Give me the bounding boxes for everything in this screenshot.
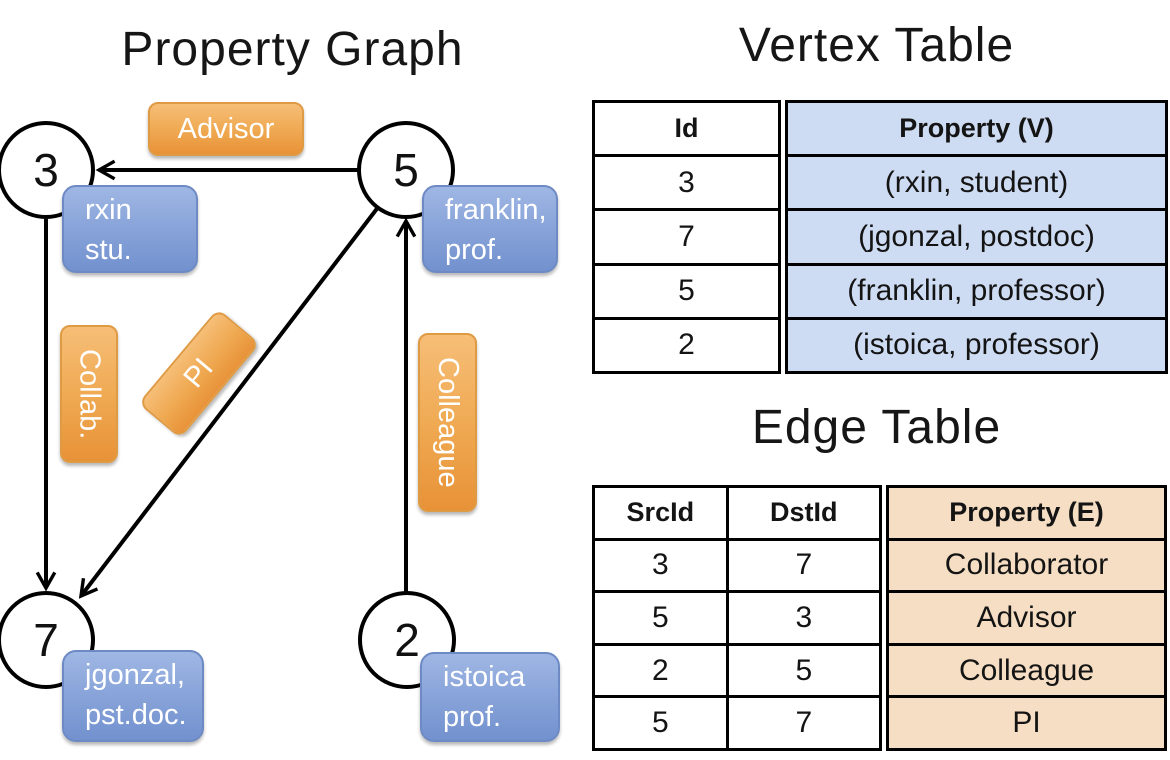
node-label-2-line2: prof. xyxy=(443,701,502,733)
node-label-7: jgonzal, pst.doc. xyxy=(62,650,204,742)
edge-table-row: Colleague xyxy=(889,642,1164,696)
edge-label-pi-text: PI xyxy=(177,352,220,394)
vertex-table-row: (franklin, professor) xyxy=(788,262,1165,317)
edge-label-collab: Collab. xyxy=(60,325,118,463)
edge-table-header-property: Property (E) xyxy=(949,497,1104,528)
vertex-table-header-id: Id xyxy=(674,113,699,144)
vertex-table-id-column: Id 3 7 5 2 xyxy=(592,100,781,374)
node-id-3: 3 xyxy=(33,144,59,196)
edge-table-row: Collaborator xyxy=(889,537,1164,591)
node-label-7-line2: pst.doc. xyxy=(85,699,187,731)
edge-table-row: Advisor xyxy=(889,590,1164,643)
node-id-2: 2 xyxy=(394,614,420,666)
edge-label-advisor: Advisor xyxy=(148,102,304,156)
edge-label-collab-text: Collab. xyxy=(73,348,106,440)
edge-table-cell: 5 xyxy=(651,600,669,634)
node-label-5-line1: franklin, xyxy=(445,194,547,226)
edge-pi-5-to-7 xyxy=(78,204,381,599)
edge-table-header-row: SrcId DstId xyxy=(595,488,879,538)
vertex-table-title: Vertex Table xyxy=(738,19,1015,72)
node-label-5: franklin, prof. xyxy=(422,185,558,273)
edge-table-cell: 7 xyxy=(725,540,879,591)
edge-table-cell: 7 xyxy=(725,698,879,748)
edge-table-row: PI xyxy=(889,695,1164,748)
vertex-table-row: (istoica, professor) xyxy=(788,316,1165,371)
vertex-table-row: 7 xyxy=(595,208,778,262)
edge-table-cell: 2 xyxy=(651,653,669,687)
property-graph-title: Property Graph xyxy=(121,23,464,76)
edge-table-id-columns: SrcId DstId 3 7 5 3 2 5 5 7 xyxy=(592,485,882,751)
vertex-table-row: 3 xyxy=(595,154,778,208)
edge-table-cell: 5 xyxy=(651,706,669,740)
edge-table-cell: 5 xyxy=(725,645,879,696)
node-id-7: 7 xyxy=(33,614,59,666)
edge-label-colleague: Colleague xyxy=(418,333,477,512)
node-label-3-line2: stu. xyxy=(85,234,132,266)
node-label-3: rxin stu. xyxy=(62,185,198,273)
node-label-2: istoica prof. xyxy=(420,652,560,742)
node-label-5-line2: prof. xyxy=(445,234,504,266)
edge-table-title: Edge Table xyxy=(751,401,1002,454)
vertex-table-row: (jgonzal, postdoc) xyxy=(788,208,1165,262)
edge-table-property-column: Property (E) Collaborator Advisor Collea… xyxy=(886,485,1167,751)
edge-table-cell: 3 xyxy=(651,548,669,582)
edge-table-header-dstid: DstId xyxy=(725,488,879,538)
edge-table-cell: 3 xyxy=(725,593,879,643)
node-label-3-line1: rxin xyxy=(85,194,132,226)
vertex-table-header-property: Property (V) xyxy=(899,113,1054,144)
edge-table-header-srcid: SrcId xyxy=(626,497,695,528)
node-label-7-line1: jgonzal, xyxy=(85,659,185,691)
vertex-table-row: (rxin, student) xyxy=(788,154,1165,208)
edge-label-colleague-text: Colleague xyxy=(432,357,464,488)
node-id-5: 5 xyxy=(393,144,419,196)
vertex-table-row: 2 xyxy=(595,316,778,371)
vertex-table-row: 5 xyxy=(595,262,778,317)
edge-table-row: 2 5 xyxy=(595,642,879,696)
node-circle-5: 5 xyxy=(357,121,455,219)
node-circle-2: 2 xyxy=(358,591,456,689)
graph-edges-svg xyxy=(35,159,417,599)
node-label-2-line1: istoica xyxy=(443,661,526,693)
edge-table-row: 5 7 xyxy=(595,695,879,748)
edge-table-row: 5 3 xyxy=(595,590,879,643)
edge-table-row: 3 7 xyxy=(595,537,879,591)
vertex-table-property-column: Property (V) (rxin, student) (jgonzal, p… xyxy=(785,100,1168,374)
edge-label-advisor-text: Advisor xyxy=(177,112,275,145)
